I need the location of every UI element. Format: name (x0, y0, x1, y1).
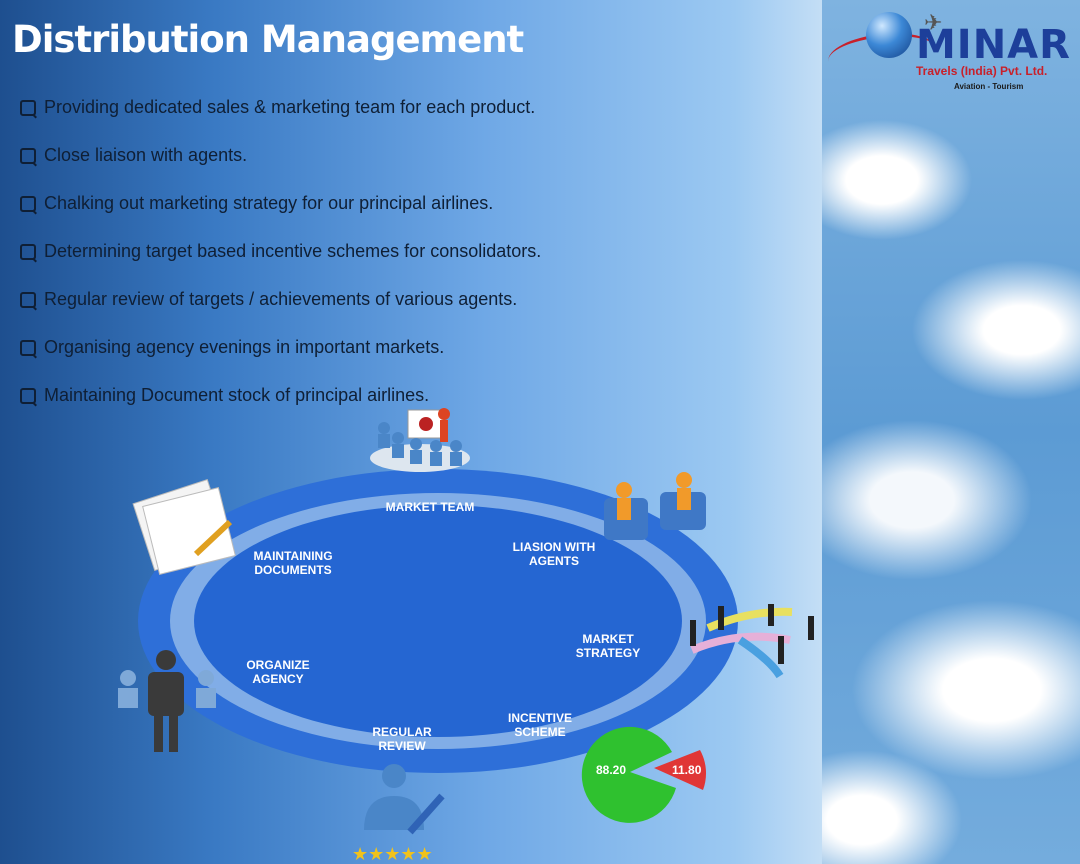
label-documents-line2: DOCUMENTS (254, 563, 331, 577)
label-organize-line1: ORGANIZE (246, 658, 309, 672)
label-liaison-line2: AGENTS (529, 554, 579, 568)
label-review-line2: REVIEW (378, 739, 426, 753)
label-strategy-line1: MARKET (582, 632, 634, 646)
pie-label-large: 88.20 (596, 763, 626, 777)
pie-label-small: 11.80 (672, 763, 702, 777)
rating-stars: ★★★★★ (352, 844, 433, 864)
review-person-icon (364, 764, 442, 832)
meeting-team-icon (370, 408, 470, 472)
label-liaison-line1: LIASION WITH (513, 540, 596, 554)
label-documents-line1: MAINTAINING (253, 549, 332, 563)
label-market-team: MARKET TEAM (386, 500, 475, 514)
label-strategy-line2: STRATEGY (576, 646, 640, 660)
label-incentive-line2: SCHEME (514, 725, 565, 739)
label-organize-line2: AGENCY (252, 672, 303, 686)
label-review-line1: REGULAR (372, 725, 432, 739)
label-incentive-line1: INCENTIVE (508, 711, 572, 725)
